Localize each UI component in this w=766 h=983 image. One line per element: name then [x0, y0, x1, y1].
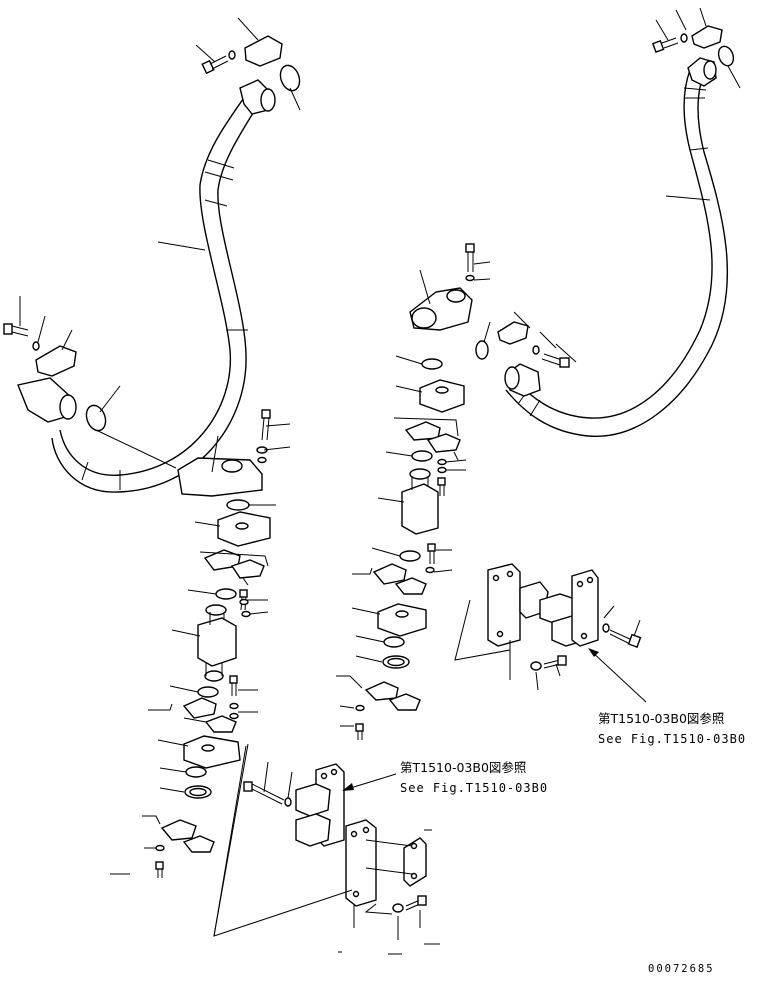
left-split-clamp-2 [182, 697, 217, 719]
left-top-bolt [201, 55, 229, 75]
lower-bracket-small-bolt [405, 895, 427, 911]
lower-bracket-bolt-long [243, 781, 285, 805]
center-bracket-lower-bolt [543, 655, 567, 669]
left-top-oring [279, 64, 301, 92]
left-stack-bolt-3 [229, 675, 238, 696]
left-oring-2 [215, 588, 237, 600]
lower-bracket-assembly [213, 743, 440, 955]
center-oring-5 [383, 636, 405, 648]
right-bottom-clamp [497, 321, 529, 345]
right-top-oring [717, 45, 735, 67]
left-hose-assembly [3, 17, 301, 493]
reference-center-jp: 第T1510-03B0図参照 [400, 760, 526, 775]
right-top-clamp [691, 25, 723, 49]
left-tube-body [197, 617, 237, 667]
left-hose [59, 91, 249, 476]
center-flange-1 [419, 379, 465, 413]
reference-center-en: See Fig.T1510-03B0 [400, 781, 548, 795]
lower-bracket-plate-2 [345, 819, 377, 907]
left-stack-elbow-block [177, 457, 263, 497]
left-oring-3 [197, 686, 219, 698]
right-top-washer [680, 33, 688, 43]
left-bottom-washer [32, 341, 40, 351]
reference-note-center: 第T1510-03B0図参照 See Fig.T1510-03B0 [400, 760, 548, 795]
center-bolt-3 [427, 543, 436, 564]
center-valve-stack [336, 243, 491, 740]
left-oring-4 [185, 766, 207, 778]
document-number: 00072685 [648, 963, 715, 975]
center-oring-1 [475, 340, 489, 360]
left-flange-2 [183, 735, 241, 769]
left-bottom-oring [85, 404, 107, 432]
center-oring-2 [421, 358, 443, 370]
left-oring-1 [226, 499, 250, 511]
left-top-washer [228, 50, 236, 60]
left-bottom-clamp [35, 345, 77, 377]
center-split-clamp-3 [364, 681, 399, 701]
reference-note-right: 第T1510-03B0図参照 See Fig.T1510-03B0 [598, 711, 746, 746]
center-oring-3 [411, 450, 433, 462]
left-top-clamp [244, 35, 283, 67]
reference-right-jp: 第T1510-03B0図参照 [598, 711, 724, 726]
center-bolt-2 [437, 477, 446, 496]
left-stack-bolt-4 [155, 861, 164, 878]
center-bracket-bolt [609, 629, 642, 648]
left-stack-top-bolt [261, 409, 271, 441]
left-split-clamp-3 [160, 819, 197, 841]
left-bottom-bolt [3, 323, 29, 337]
lower-bracket-block [295, 813, 331, 847]
center-bolt-4 [355, 723, 364, 740]
center-split-clamp-2 [372, 563, 407, 585]
left-split-clamp-1 [203, 549, 241, 571]
center-bracket-assembly [454, 563, 647, 703]
center-bracket-plate [487, 563, 521, 647]
left-valve-stack [110, 409, 291, 878]
center-top-bolt [465, 243, 475, 272]
right-bottom-bolt [541, 353, 570, 368]
center-split-clamp-1 [404, 421, 441, 441]
center-tube-body [401, 483, 439, 535]
right-top-bolt [651, 37, 679, 53]
center-flange-2 [377, 603, 427, 637]
right-hose-assembly [497, 7, 741, 437]
right-hose [511, 69, 713, 419]
center-bracket-backplate [571, 569, 599, 647]
center-oring-4 [399, 550, 421, 562]
right-bottom-washer [532, 345, 540, 355]
reference-right-en: See Fig.T1510-03B0 [598, 732, 746, 746]
